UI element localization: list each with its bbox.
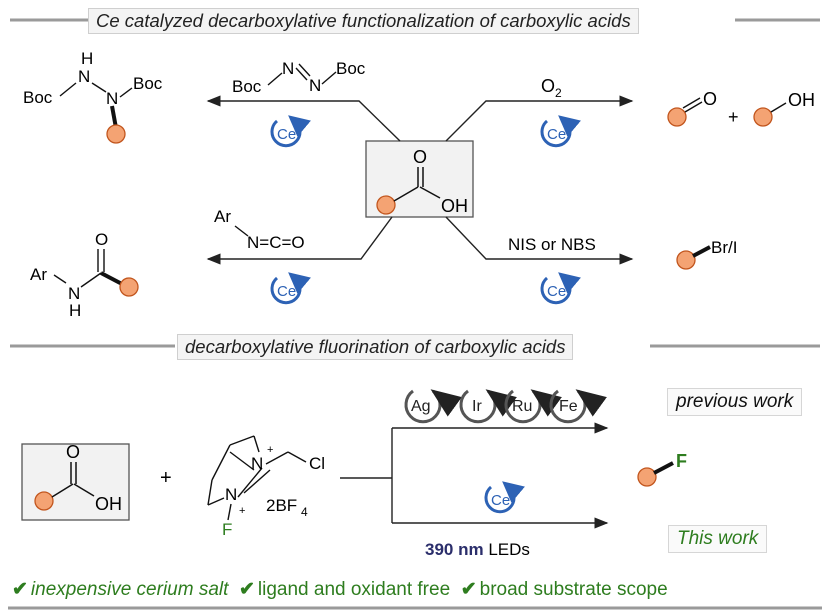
substituent-ball: [753, 107, 773, 127]
light-conditions: 390 nm LEDs: [425, 540, 530, 559]
isocyanate-ar: Ar: [214, 207, 231, 226]
carbonyl-o-label: O: [413, 147, 427, 167]
prior-catalyst-cycle: Fe: [549, 389, 607, 424]
checkmark-icon: ✔: [12, 579, 28, 600]
hydrazine-product: Boc H N N Boc: [23, 49, 163, 144]
plus-sign: +: [160, 467, 172, 489]
light-wavelength: 390 nm: [425, 540, 484, 559]
hydroxyl-label: OH: [95, 494, 122, 514]
advantage-item: broad substrate scope: [479, 579, 668, 600]
carboxylic-acid-structure: O OH: [34, 442, 122, 514]
oxygen-reagent: O 2: [541, 76, 562, 100]
hydrazine-h: H: [81, 49, 93, 68]
prior-catalyst-cycle: Ir: [459, 389, 517, 424]
selectfluor-cl: Cl: [309, 454, 325, 473]
azo-boc-right: Boc: [336, 59, 366, 78]
hydrazine-boc-right: Boc: [133, 74, 163, 93]
selectfluor-charge-bottom: +: [239, 505, 245, 517]
ce-label: Ce: [277, 126, 296, 143]
catalyst-ir-label: Ir: [472, 398, 482, 415]
isocyanate-formula: N=C=O: [247, 233, 305, 252]
ce-catalyst-cycle: Ce: [270, 272, 311, 305]
hydroxyl-label: OH: [441, 196, 468, 216]
substituent-ball: [106, 124, 126, 144]
substituent-ball: [119, 277, 139, 297]
hydrazine-n1: N: [78, 67, 90, 86]
ce-catalyst-cycle: Ce: [270, 115, 311, 148]
selectfluor-f: F: [222, 520, 232, 539]
amide-h: H: [69, 301, 81, 320]
substituent-ball: [376, 195, 396, 215]
hydrazine-boc-left: Boc: [23, 88, 53, 107]
carbonyl-o-label: O: [66, 442, 80, 462]
prior-catalyst-cycle: Ag: [404, 389, 462, 424]
isocyanate-reagent: Ar N=C=O: [214, 207, 305, 252]
aldehyde-o: O: [703, 89, 717, 109]
substituent-ball: [667, 107, 687, 127]
selectfluor-reagent: N + Cl N + F 2BF 4: [207, 435, 325, 539]
ce-label: Ce: [547, 126, 566, 143]
selectfluor-charge-top: +: [267, 444, 273, 456]
ce-label: Ce: [491, 492, 510, 509]
amide-ar: Ar: [30, 265, 47, 284]
halide-product: Br/I: [676, 238, 737, 270]
arrow-to-amide: [206, 216, 393, 265]
oxidation-products: O + OH: [667, 89, 815, 127]
checkmark-icon: ✔: [238, 579, 255, 600]
substituent-ball: [637, 467, 657, 487]
selectfluor-bf: 2BF: [266, 496, 297, 515]
substituent-ball: [676, 250, 696, 270]
azo-n2: N: [309, 76, 321, 95]
azo-n1: N: [282, 59, 294, 78]
o2-subscript: 2: [555, 86, 562, 100]
plus-sign: +: [728, 107, 739, 127]
amide-o: O: [95, 230, 108, 249]
azo-boc-left: Boc: [232, 77, 262, 96]
carboxylic-acid-structure: O OH: [376, 147, 468, 216]
hydrazine-n2: N: [106, 89, 118, 108]
halide-label: Br/I: [711, 238, 737, 257]
prior-catalyst-cycle: Ru: [504, 389, 562, 424]
previous-work-label: previous work: [667, 388, 803, 416]
catalyst-ru-label: Ru: [512, 398, 532, 415]
advantages-list: ✔inexpensive cerium salt ✔ligand and oxi…: [12, 578, 668, 601]
halogenation-reagent: NIS or NBS: [508, 235, 596, 254]
fluorine-label: F: [676, 451, 687, 471]
selectfluor-n-bottom: N: [225, 485, 237, 504]
ce-catalyst-cycle: Ce: [540, 272, 581, 305]
ce-label: Ce: [277, 283, 296, 300]
ce-label: Ce: [547, 283, 566, 300]
ce-catalyst-cycle: Ce: [484, 481, 525, 514]
advantage-item: inexpensive cerium salt: [30, 579, 229, 600]
o2-o: O: [541, 76, 555, 96]
this-work-label: This work: [668, 525, 768, 553]
selectfluor-bf-subscript: 4: [301, 505, 308, 519]
arrow-to-hydrazine: [206, 95, 401, 142]
substituent-ball: [34, 491, 54, 511]
alcohol-oh: OH: [788, 90, 815, 110]
checkmark-icon: ✔: [460, 579, 477, 600]
azo-reagent: Boc N N Boc: [232, 59, 366, 96]
light-source: LEDs: [484, 540, 530, 559]
bottom-section-title: decarboxylative fluorination of carboxyl…: [177, 334, 574, 360]
advantage-item: ligand and oxidant free: [257, 579, 451, 600]
fluoride-product: F: [637, 451, 687, 487]
arrow-to-halide: [445, 216, 634, 265]
amide-n: N: [68, 284, 80, 303]
selectfluor-n-top: N: [251, 454, 263, 473]
arrow-to-oxidation: [445, 95, 634, 142]
catalyst-fe-label: Fe: [559, 398, 578, 415]
amide-product: Ar N H O: [30, 230, 139, 320]
top-section-title: Ce catalyzed decarboxylative functionali…: [88, 8, 639, 34]
ce-catalyst-cycle: Ce: [540, 115, 581, 148]
catalyst-ag-label: Ag: [411, 398, 431, 415]
